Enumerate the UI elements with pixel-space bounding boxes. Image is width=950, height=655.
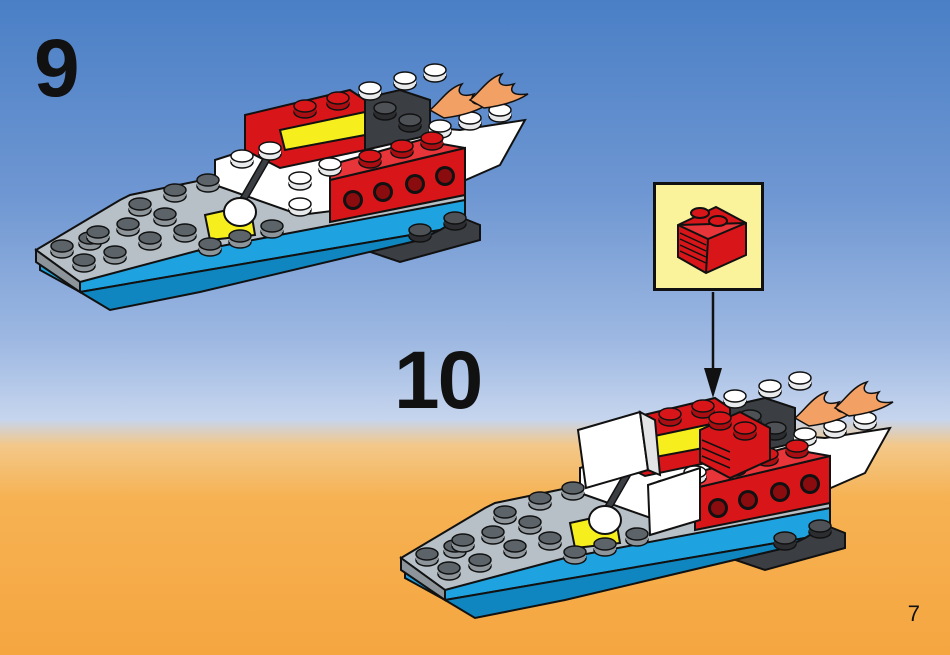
speedboat-model-step-10 bbox=[401, 372, 893, 618]
down-arrow-icon bbox=[704, 292, 722, 398]
speedboat-model-step-9 bbox=[36, 64, 528, 310]
